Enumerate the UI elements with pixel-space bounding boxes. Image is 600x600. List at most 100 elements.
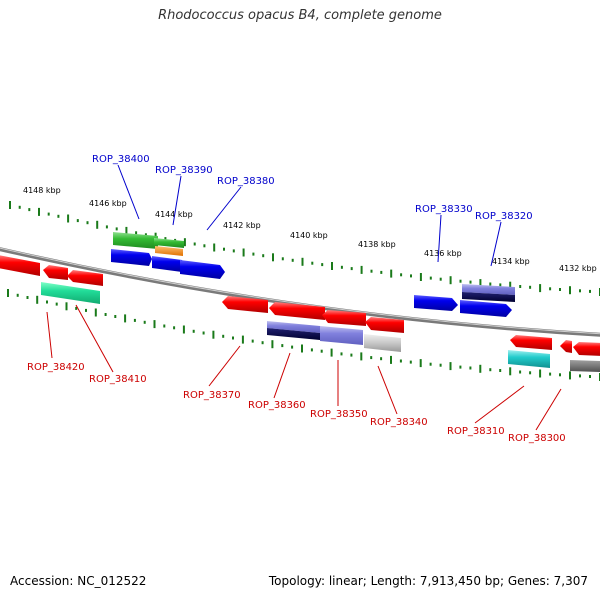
gene-rop-38320[interactable]	[462, 284, 515, 295]
gene-red[interactable]	[269, 302, 325, 320]
gene-red[interactable]	[67, 270, 103, 286]
gene-rop-38360-dark[interactable]	[267, 328, 320, 340]
forward-genes	[111, 232, 515, 317]
minor-tick	[135, 231, 138, 235]
major-tick	[213, 243, 216, 252]
minor-tick	[192, 329, 195, 333]
major-tick	[272, 253, 274, 262]
major-tick	[271, 340, 274, 349]
minor-tick	[489, 282, 492, 286]
gene-blue[interactable]	[152, 256, 185, 272]
gene-rop-38390-orange[interactable]	[155, 246, 183, 256]
gene-red[interactable]	[0, 255, 40, 276]
gene-blue[interactable]	[111, 249, 152, 266]
gene-rop-38310[interactable]	[508, 350, 550, 368]
gene-label-rop-38360[interactable]: ROP_38360	[248, 400, 306, 411]
gene-rop-38400[interactable]	[113, 232, 158, 249]
gene-rop-38380[interactable]	[180, 260, 225, 279]
reverse-gene-labels: ROP_38420 ROP_38410 ROP_38370 ROP_38360 …	[27, 304, 566, 444]
minor-tick	[459, 365, 462, 369]
gene-rop-38330[interactable]	[414, 295, 458, 311]
minor-tick	[76, 219, 79, 223]
major-tick	[301, 257, 304, 266]
gene-label-rop-38300[interactable]: ROP_38300	[508, 433, 566, 444]
gene-red[interactable]	[560, 340, 572, 353]
gene-label-rop-38420[interactable]: ROP_38420	[27, 362, 85, 373]
gene-rop-38360[interactable]	[267, 321, 320, 333]
major-tick	[36, 295, 39, 304]
minor-tick	[164, 237, 167, 241]
gene-red[interactable]	[322, 310, 366, 326]
major-tick	[539, 369, 542, 378]
gene-rop-38350[interactable]	[320, 326, 363, 345]
gene-red[interactable]	[43, 265, 68, 280]
minor-tick	[529, 285, 532, 289]
major-tick	[301, 344, 303, 353]
minor-tick	[203, 244, 206, 248]
minor-tick	[380, 270, 383, 274]
gene-rop-38390[interactable]	[154, 238, 184, 248]
major-tick	[539, 284, 542, 293]
major-tick	[509, 367, 512, 376]
gene-label-rop-38330[interactable]: ROP_38330	[415, 204, 473, 215]
major-tick	[96, 220, 99, 229]
minor-tick	[549, 372, 552, 376]
major-tick	[360, 352, 363, 361]
minor-tick	[291, 258, 294, 262]
major-tick	[125, 226, 128, 235]
minor-tick	[350, 267, 353, 271]
kbp-label: 4134 kbp	[492, 257, 530, 266]
major-tick	[9, 201, 11, 209]
minor-tick	[579, 289, 581, 293]
minor-tick	[193, 242, 196, 246]
gene-label-rop-38320[interactable]: ROP_38320	[475, 211, 533, 222]
gene-red[interactable]	[222, 296, 268, 313]
gene-label-rop-38410[interactable]: ROP_38410	[89, 374, 147, 385]
minor-tick	[163, 324, 166, 328]
minor-tick	[232, 336, 234, 340]
minor-tick	[251, 339, 254, 343]
gene-red[interactable]	[510, 335, 552, 350]
kbp-scale: 4148 kbp 4146 kbp 4144 kbp 4142 kbp 4140…	[23, 186, 597, 273]
minor-tick	[202, 331, 205, 335]
gene-label-rop-38350[interactable]: ROP_38350	[310, 409, 368, 420]
major-tick	[38, 207, 40, 216]
minor-tick	[399, 359, 402, 363]
gene-label-rop-38370[interactable]: ROP_38370	[183, 390, 241, 401]
major-tick	[449, 362, 452, 371]
minor-tick	[499, 283, 502, 287]
genome-title: Rhodococcus opacus B4, complete genome	[158, 8, 442, 23]
major-tick	[212, 330, 215, 339]
major-tick	[360, 265, 363, 274]
gene-rop-38300[interactable]	[570, 360, 600, 372]
minor-tick	[579, 374, 581, 378]
major-tick	[419, 273, 422, 281]
minor-tick	[26, 296, 29, 299]
major-tick	[94, 308, 97, 317]
gene-blue[interactable]	[460, 300, 512, 317]
gene-label-rop-38390[interactable]: ROP_38390	[155, 165, 213, 176]
minor-tick	[469, 366, 472, 370]
gene-rop-38420[interactable]	[41, 282, 100, 304]
gene-label-rop-38310[interactable]: ROP_38310	[447, 426, 505, 437]
minor-tick	[380, 357, 383, 361]
gene-red[interactable]	[365, 317, 404, 333]
gene-label-rop-38380[interactable]: ROP_38380	[217, 176, 275, 187]
minor-tick	[489, 368, 492, 372]
minor-tick	[105, 225, 108, 229]
minor-tick	[104, 313, 107, 316]
major-tick	[509, 281, 512, 290]
minor-tick	[519, 285, 522, 288]
gene-label-rop-38340[interactable]: ROP_38340	[370, 417, 428, 428]
gene-label-rop-38400[interactable]: ROP_38400	[92, 154, 150, 165]
major-tick	[390, 355, 392, 364]
gene-rop-38320-dark[interactable]	[462, 292, 515, 302]
minor-tick	[340, 352, 343, 356]
gene-red[interactable]	[573, 342, 600, 356]
minor-tick	[499, 369, 502, 372]
minor-tick	[262, 254, 265, 258]
gene-rop-38340[interactable]	[364, 334, 401, 352]
minor-tick	[173, 326, 176, 330]
major-tick	[67, 214, 70, 223]
minor-tick	[529, 371, 532, 375]
